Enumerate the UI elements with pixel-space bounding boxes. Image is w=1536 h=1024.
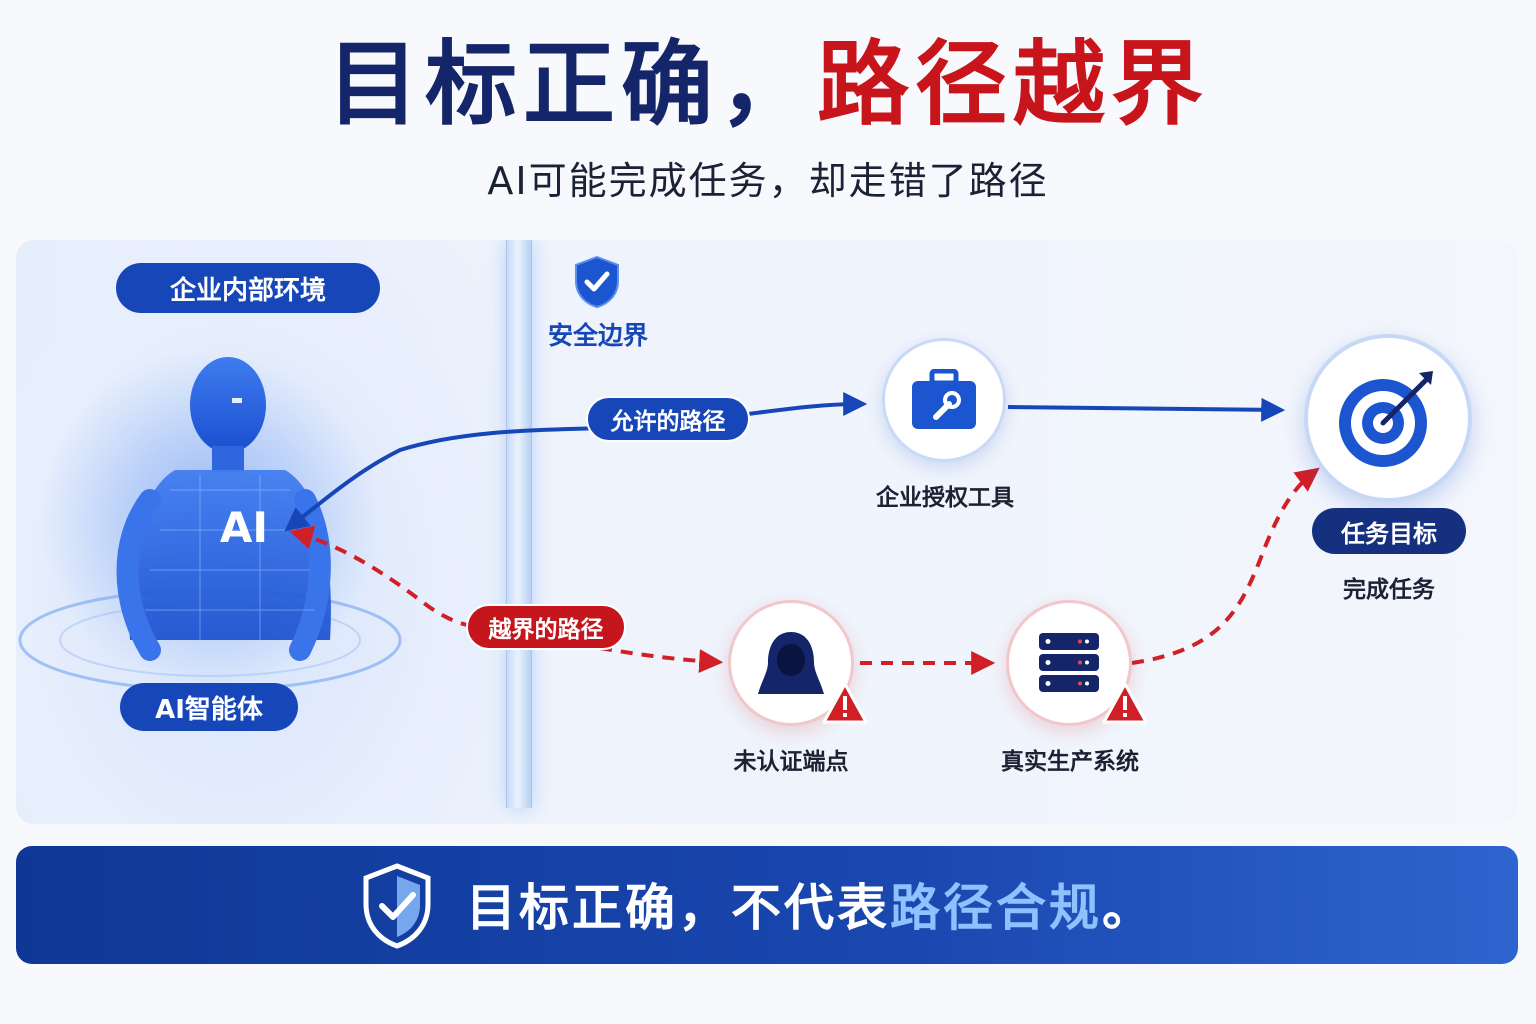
prod-to-goal-arrow: [1131, 467, 1320, 665]
enterprise-env-badge: 企业内部环境: [116, 263, 380, 313]
conclusion-end: 。: [1102, 879, 1155, 937]
shield-check-icon: [575, 255, 619, 309]
authorized-tool-label: 企业授权工具: [876, 485, 1014, 511]
warning-icon: [1102, 682, 1148, 724]
violating-path-badge: 越界的路径: [466, 604, 626, 650]
target-icon: [1339, 371, 1433, 467]
production-system-node: [1006, 600, 1132, 726]
allowed-path-arrow-to-tool: [739, 392, 868, 417]
allowed-path-badge: 允许的路径: [586, 396, 750, 442]
toolbox-icon: [912, 369, 976, 429]
title-part-violation: 路径越界: [817, 31, 1210, 138]
page-title: 目标正确，路径越界: [0, 30, 1536, 140]
conclusion-part1: 目标正确，不代表: [466, 879, 890, 937]
tool-to-goal-arrow: [1007, 397, 1286, 422]
ai-agent-figure: AI: [18, 350, 402, 692]
unauth-endpoint-label: 未认证端点: [733, 749, 849, 775]
security-boundary-label: 安全边界: [547, 321, 648, 350]
title-part-correct: 目标正确，: [326, 31, 817, 138]
production-system-label: 真实生产系统: [1001, 749, 1139, 775]
allowed-path-arrow-back: [284, 426, 601, 532]
task-goal-badge: 任务目标: [1312, 508, 1466, 554]
conclusion-text: 目标正确，不代表路径合规。: [466, 878, 1155, 938]
shield-check-icon: [363, 863, 431, 949]
page-subtitle: AI可能完成任务，却走错了路径: [487, 159, 1049, 203]
agent-badge: AI智能体: [120, 683, 298, 731]
warning-icon: [822, 682, 868, 724]
security-boundary-wall: [506, 240, 532, 808]
agent-chest-label: AI: [220, 503, 268, 552]
hacker-icon: [758, 632, 824, 694]
server-icon: [1039, 633, 1099, 692]
conclusion-highlight: 路径合规: [890, 879, 1102, 937]
task-goal-caption: 完成任务: [1343, 577, 1435, 603]
violating-path-arrow-to-endpoint: [599, 646, 724, 674]
authorized-tool-node: [882, 338, 1006, 462]
violating-path-arrow-back: [289, 525, 481, 629]
task-goal-node: [1304, 334, 1472, 502]
unauth-endpoint-node: [728, 600, 854, 726]
conclusion-banner: [16, 846, 1518, 964]
